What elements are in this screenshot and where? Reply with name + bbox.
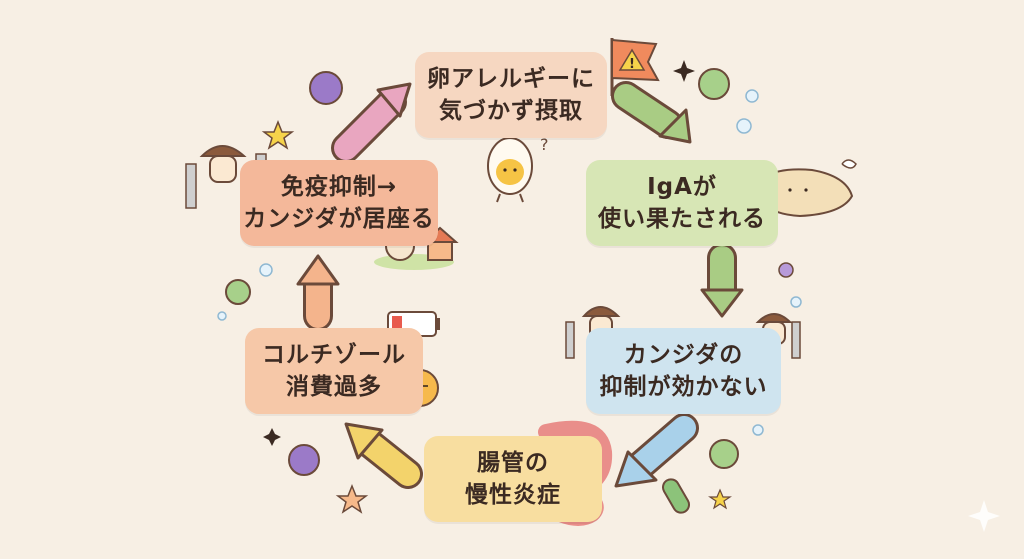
bubble-icon bbox=[736, 118, 752, 134]
arrow-n5-to-n6 bbox=[296, 254, 340, 331]
bubble-icon bbox=[790, 296, 802, 308]
arrow-n3-to-n4 bbox=[614, 413, 699, 488]
warning-flag-glyph: ! bbox=[629, 57, 635, 72]
node-text-line: カンジダが居座る bbox=[243, 206, 435, 232]
warning-flag-icon: ! bbox=[610, 38, 660, 96]
arrow-n2-to-n3 bbox=[700, 243, 744, 318]
bubble-icon bbox=[745, 89, 759, 103]
star-icon bbox=[335, 483, 369, 514]
green-germ-icon bbox=[698, 68, 730, 100]
green-bacteria-icon bbox=[662, 478, 690, 514]
arrow-n6-to-n1 bbox=[331, 82, 412, 163]
node-text-line: 腸管の bbox=[477, 450, 549, 476]
green-germ-icon bbox=[225, 279, 251, 305]
star-icon bbox=[708, 488, 732, 510]
question-glyph: ? bbox=[540, 135, 549, 154]
purple-dot-icon bbox=[778, 262, 794, 278]
node-text-line: 消費過多 bbox=[286, 374, 382, 400]
node-text-line: 免疫抑制→ bbox=[280, 174, 398, 200]
sparkle-icon bbox=[673, 60, 695, 82]
node-immunosuppression-candida-stays: 免疫抑制→ カンジダが居座る bbox=[240, 160, 438, 246]
node-candida-unsuppressed: カンジダの 抑制が効かない bbox=[586, 328, 781, 414]
egg-character-icon: ? bbox=[487, 135, 549, 203]
bubble-icon bbox=[217, 311, 227, 321]
node-text-line: 慢性炎症 bbox=[465, 482, 561, 508]
node-text-line: 気づかず摂取 bbox=[439, 98, 583, 124]
node-text-line: 卵アレルギーに bbox=[427, 66, 595, 92]
star-icon bbox=[261, 119, 295, 150]
node-chronic-gut-inflammation: 腸管の 慢性炎症 bbox=[424, 436, 602, 522]
node-text-line: カンジダの bbox=[623, 342, 744, 368]
arrow-n1-to-n2 bbox=[611, 81, 692, 144]
node-iga-depleted: IgAが 使い果たされる bbox=[586, 160, 778, 246]
bubble-icon bbox=[752, 424, 764, 436]
purple-germ-icon bbox=[309, 71, 343, 105]
bubble-icon bbox=[259, 263, 273, 277]
sparkle-watermark-icon bbox=[968, 500, 1000, 532]
node-text-line: 使い果たされる bbox=[598, 206, 766, 232]
node-text-line: コルチゾール bbox=[262, 342, 406, 368]
node-text-line: IgAが bbox=[647, 174, 717, 200]
node-egg-allergy-intake: 卵アレルギーに 気づかず摂取 bbox=[415, 52, 607, 138]
arrow-n4-to-n5 bbox=[344, 422, 423, 489]
green-germ-icon bbox=[709, 439, 739, 469]
purple-germ-icon bbox=[288, 444, 320, 476]
node-cortisol-overuse: コルチゾール 消費過多 bbox=[245, 328, 423, 414]
node-text-line: 抑制が効かない bbox=[599, 374, 768, 400]
sparkle-icon bbox=[263, 428, 281, 446]
